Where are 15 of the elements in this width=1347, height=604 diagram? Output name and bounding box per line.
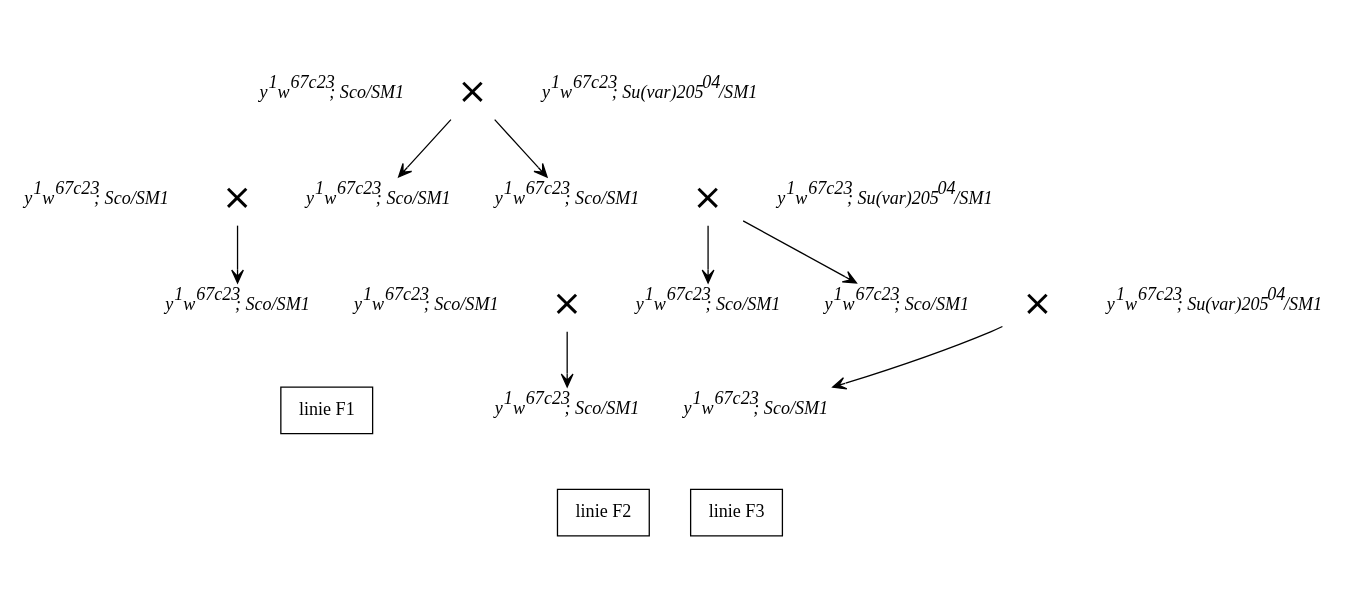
arrow <box>742 219 858 284</box>
arrow <box>832 325 1004 390</box>
arrow <box>560 330 574 388</box>
node-box: linie F2 <box>556 488 650 536</box>
node-box: linie F1 <box>280 386 374 434</box>
node-text: × <box>551 280 582 324</box>
node-text: × <box>222 174 253 218</box>
node-box: linie F3 <box>690 488 784 536</box>
arrow <box>397 118 452 178</box>
node-text: × <box>1022 280 1053 324</box>
node-text: × <box>692 174 723 218</box>
arrow <box>494 118 548 178</box>
arrow <box>231 224 244 284</box>
node-text: × <box>457 68 488 112</box>
arrow <box>701 224 715 284</box>
